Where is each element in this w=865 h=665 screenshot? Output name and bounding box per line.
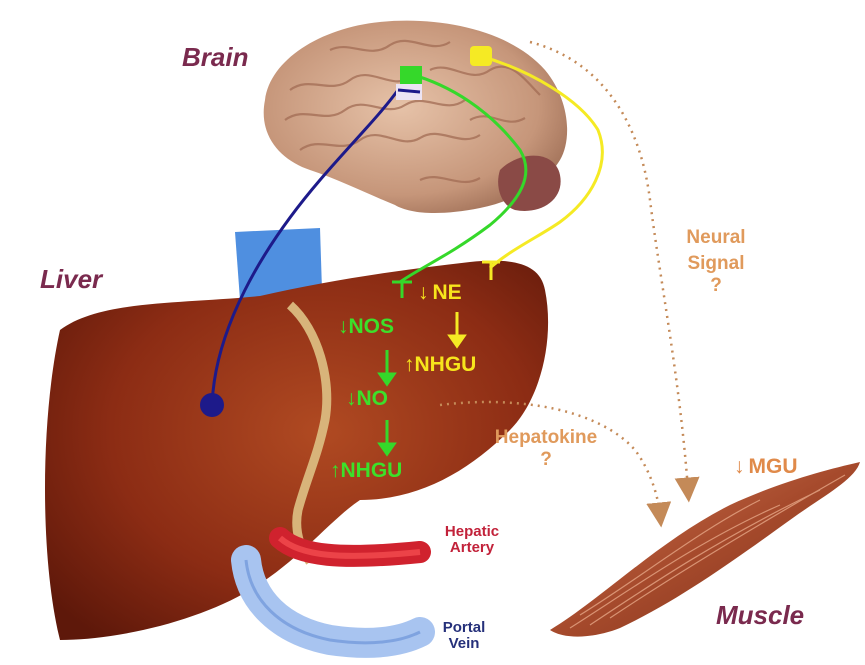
mgu-label: ↓MGU bbox=[734, 456, 798, 478]
neural-signal-line2: Signal bbox=[668, 254, 764, 274]
nos-label: ↓NOS bbox=[338, 316, 394, 338]
ne-arrow-down-icon: ↓ bbox=[418, 281, 429, 304]
nos-arrow-down-icon: ↓ bbox=[338, 315, 349, 338]
pathway-yellow-origin bbox=[470, 46, 492, 66]
portal-vein-label: Portal Vein bbox=[424, 620, 504, 652]
nhgu-yellow-label: ↑NHGU bbox=[404, 354, 476, 376]
nos-text: NOS bbox=[349, 315, 395, 338]
nhgu-green-text: NHGU bbox=[341, 459, 403, 482]
nhgu-yellow-text: NHGU bbox=[415, 353, 477, 376]
pathway-green-origin bbox=[400, 66, 422, 84]
brain-label: Brain bbox=[182, 44, 248, 71]
cerebellum bbox=[498, 156, 561, 211]
hepatic-artery-line1: Hepatic bbox=[432, 524, 512, 540]
liver-label: Liver bbox=[40, 266, 102, 293]
ne-text: NE bbox=[433, 281, 462, 304]
hepatokine-line2: ? bbox=[476, 450, 616, 470]
neural-signal-line1: Neural bbox=[668, 228, 764, 248]
mgu-arrow-down-icon: ↓ bbox=[734, 455, 745, 478]
no-label: ↓NO bbox=[346, 388, 388, 410]
hepatokine-line1: Hepatokine bbox=[476, 428, 616, 448]
muscle-label: Muscle bbox=[716, 602, 804, 629]
neural-signal-line3: ? bbox=[668, 276, 764, 296]
hepatokine-label: Hepatokine ? bbox=[476, 428, 616, 470]
nhgu-green-label: ↑NHGU bbox=[330, 460, 402, 482]
ne-label: ↓NE bbox=[418, 282, 462, 304]
no-arrow-down-icon: ↓ bbox=[346, 387, 357, 410]
hepatic-artery-line2: Artery bbox=[432, 540, 512, 556]
no-text: NO bbox=[357, 387, 389, 410]
neural-signal-label: Neural Signal ? bbox=[668, 228, 764, 296]
nhgu-yellow-arrow-up-icon: ↑ bbox=[404, 353, 415, 376]
pathway-blue-terminal bbox=[200, 393, 224, 417]
mgu-text: MGU bbox=[749, 455, 798, 478]
nhgu-green-arrow-up-icon: ↑ bbox=[330, 459, 341, 482]
portal-vein-line2: Vein bbox=[424, 636, 504, 652]
hepatic-artery-label: Hepatic Artery bbox=[432, 524, 512, 556]
portal-vein-line1: Portal bbox=[424, 620, 504, 636]
